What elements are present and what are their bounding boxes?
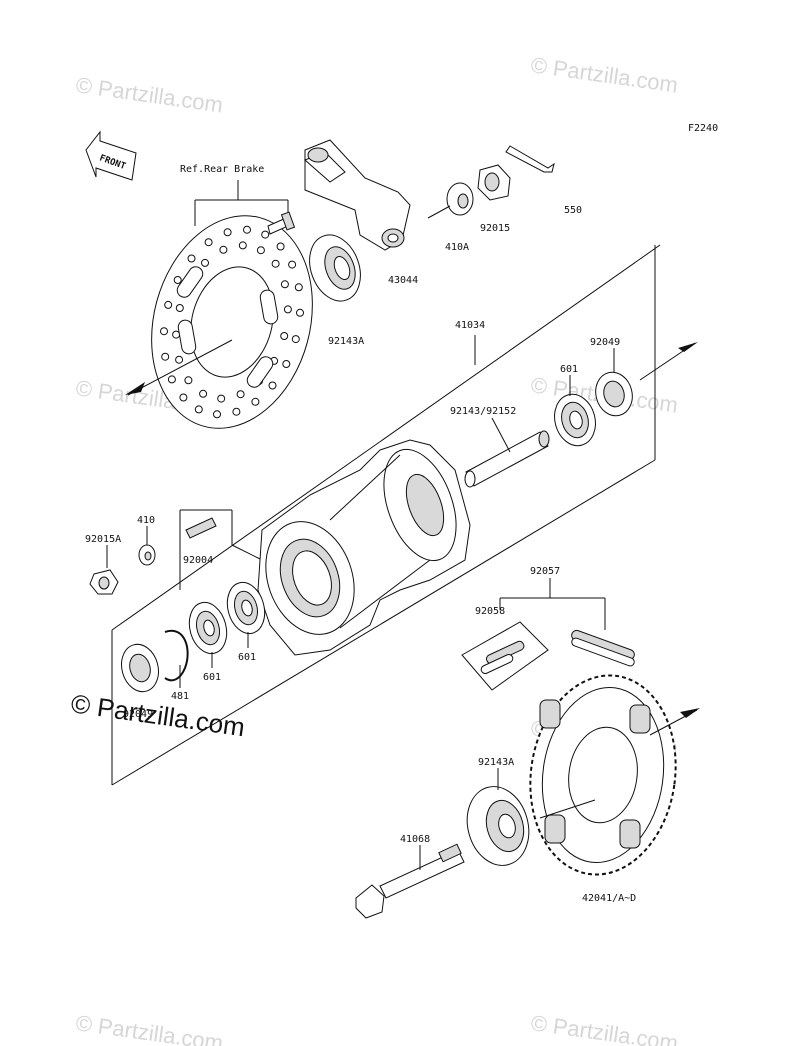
label-601-b: 601: [238, 652, 256, 663]
label-92015: 92015: [480, 223, 510, 234]
disc-hole: [194, 405, 203, 414]
rear-hub: [257, 439, 471, 656]
disc-hole: [256, 246, 265, 255]
disc-hole: [173, 276, 182, 284]
disc-hole: [243, 225, 251, 234]
label-92015A: 92015A: [85, 534, 121, 545]
label-92049-top: 92049: [590, 337, 620, 348]
label-41034: 41034: [455, 320, 485, 331]
disc-hole: [201, 258, 209, 267]
disc-hole: [213, 410, 221, 419]
disc-hole: [280, 280, 289, 289]
disc-hole: [236, 390, 245, 399]
caliper-bracket-43044: [304, 139, 411, 251]
cotter-pin-550: [505, 145, 555, 173]
watermark-bottom-left: © Partzilla.com: [74, 1010, 224, 1046]
disc-hole: [288, 260, 297, 269]
label-481: 481: [171, 691, 189, 702]
label-92143A-top: 92143A: [328, 336, 364, 347]
label-601-top: 601: [560, 364, 578, 375]
disc-hole: [282, 360, 291, 368]
label-550: 550: [564, 205, 582, 216]
chain-leaders: [499, 578, 606, 630]
label-41068: 41068: [400, 834, 430, 845]
disc-hole: [296, 308, 304, 317]
seal-92049-top: [595, 371, 633, 417]
disc-hole: [199, 389, 208, 398]
disc-hole: [161, 352, 170, 361]
part-labels: 550 92015 410A 43044 92143A 41034 92049 …: [85, 205, 636, 904]
front-arrow-badge: FRONT: [85, 130, 137, 181]
label-92049-bottom: 92049: [123, 709, 153, 720]
label-92057: 92057: [530, 566, 560, 577]
label-410A: 410A: [445, 242, 469, 253]
disc-hole: [261, 230, 270, 239]
bearing-601-a: [188, 601, 228, 655]
stud-92004: [185, 517, 217, 539]
axle-bolt-41068: [355, 843, 465, 919]
disc-hole: [251, 397, 260, 406]
disc-hole: [238, 241, 247, 250]
label-92143A-bottom: 92143A: [478, 757, 514, 768]
disc-hole: [271, 259, 280, 268]
label-42041: 42041/A~D: [582, 893, 636, 904]
master-link-92058: [461, 621, 549, 691]
disc-hole: [291, 335, 300, 344]
disc-hole: [167, 375, 176, 384]
disc-hole: [217, 394, 226, 403]
disc-hole: [187, 254, 196, 263]
disc-hole: [164, 300, 173, 309]
watermark-main: © Partzilla.com: [69, 688, 247, 742]
disc-hole: [232, 407, 241, 416]
figure-code: F2240: [688, 123, 718, 134]
watermark-top-left: © Partzilla.com: [74, 72, 224, 117]
sprocket-42041: [529, 674, 677, 876]
disc-hole: [219, 245, 228, 254]
label-92143-92152: 92143/92152: [450, 406, 516, 417]
nut-92015: [477, 164, 511, 201]
spacer-410: [138, 544, 156, 566]
disc-hole: [223, 228, 232, 237]
brake-disc: [151, 215, 313, 429]
bearing-601-top: [554, 393, 596, 447]
label-92004: 92004: [183, 555, 213, 566]
disc-hole: [294, 283, 303, 292]
spacer-410A: [446, 182, 474, 216]
disc-hole: [204, 238, 213, 247]
disc-hole: [283, 305, 292, 314]
disc-bolt: [267, 211, 296, 235]
label-601-a: 601: [203, 672, 221, 683]
axle-spacer-92143-92152: [464, 430, 550, 488]
collar-92143A-top: [309, 234, 361, 302]
collar-92143A-bottom: [466, 786, 530, 866]
nut-92015A: [89, 569, 119, 595]
disc-hole: [276, 242, 285, 251]
ref-rear-brake-label: Ref.Rear Brake: [180, 164, 264, 175]
watermark-top-right: © Partzilla.com: [529, 52, 679, 97]
hub-assembly-frame: [111, 244, 661, 786]
disc-hole: [184, 376, 193, 385]
watermark-bottom-right: © Partzilla.com: [529, 1010, 679, 1046]
circlip-481: [164, 629, 189, 682]
label-410: 410: [137, 515, 155, 526]
drive-chain-92057: [571, 629, 635, 667]
disc-hole: [175, 304, 184, 312]
disc-hole: [175, 355, 184, 364]
bearing-601-b: [226, 581, 266, 635]
disc-hole: [280, 332, 289, 340]
disc-hole: [179, 393, 188, 402]
label-92058: 92058: [475, 606, 505, 617]
seal-92049-bottom: [121, 643, 159, 693]
disc-hole: [160, 327, 168, 336]
disc-hole: [268, 381, 277, 390]
label-43044: 43044: [388, 275, 418, 286]
